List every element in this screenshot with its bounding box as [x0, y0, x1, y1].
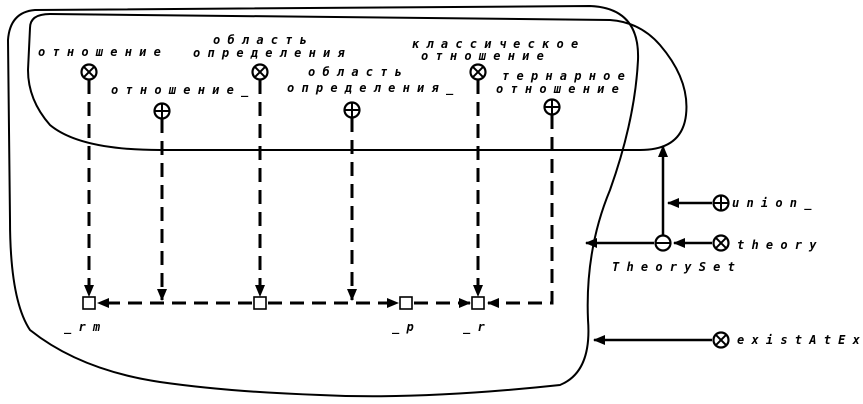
- label-domain-a-line2: о п р е д е л е н и я: [193, 46, 345, 60]
- label-relation: о т н о ш е н и е: [38, 45, 161, 59]
- outer-region: [6, 4, 640, 398]
- classical-relation-node-mark-1: [471, 65, 485, 79]
- theory-node: [712, 234, 730, 252]
- label-theoryset: T h e o r y S e t: [612, 260, 735, 274]
- exist-at-expr-node: [712, 331, 730, 349]
- domain-underscore-node: [343, 101, 361, 119]
- label-classical-line2: о т н о ш е н и е: [421, 49, 544, 63]
- label-rm: _ r m: [64, 320, 101, 335]
- box-rm: [82, 296, 96, 310]
- arrow-ternary: [487, 115, 554, 308]
- relation-node: [80, 63, 98, 81]
- domain-node: [251, 63, 269, 81]
- relation-underscore-node: [153, 102, 171, 120]
- inner-region: [26, 12, 688, 151]
- label-classical-line1: к л а с с и ч е с к о е: [412, 37, 578, 51]
- label-domain-b-line1: о б л а с т ь: [308, 65, 402, 79]
- label-ternary-line1: т е р н а р н о е: [502, 69, 625, 83]
- theoryset-node: [654, 234, 672, 252]
- label-domain-a-line1: о б л а с т ь: [213, 33, 307, 47]
- domain-node-mark-1: [253, 65, 267, 79]
- exist-at-expr-node-mark-1: [714, 333, 728, 347]
- box-p: [399, 296, 413, 310]
- ternary-relation-node: [543, 98, 561, 116]
- label-domain-b-line2: о п р е д е л е н и я _: [287, 81, 454, 96]
- relation-node-mark-1: [82, 65, 96, 79]
- union-node: [712, 194, 730, 212]
- box-r: [471, 296, 485, 310]
- box-domain-join: [253, 296, 267, 310]
- label-ternary-line2: о т н о ш е н и е: [496, 82, 619, 96]
- label-relation-underscore: о т н о ш е н и е _: [111, 83, 249, 98]
- label-union: u n i o n _: [732, 196, 812, 211]
- classical-relation-node: [469, 63, 487, 81]
- label-p: _ p: [392, 320, 414, 335]
- label-r: _ r: [463, 320, 485, 335]
- label-theory: t h e o r y: [737, 238, 817, 252]
- theory-node-mark-1: [714, 236, 728, 250]
- label-exist-at-expr: e x i s t A t E x p r: [737, 333, 863, 347]
